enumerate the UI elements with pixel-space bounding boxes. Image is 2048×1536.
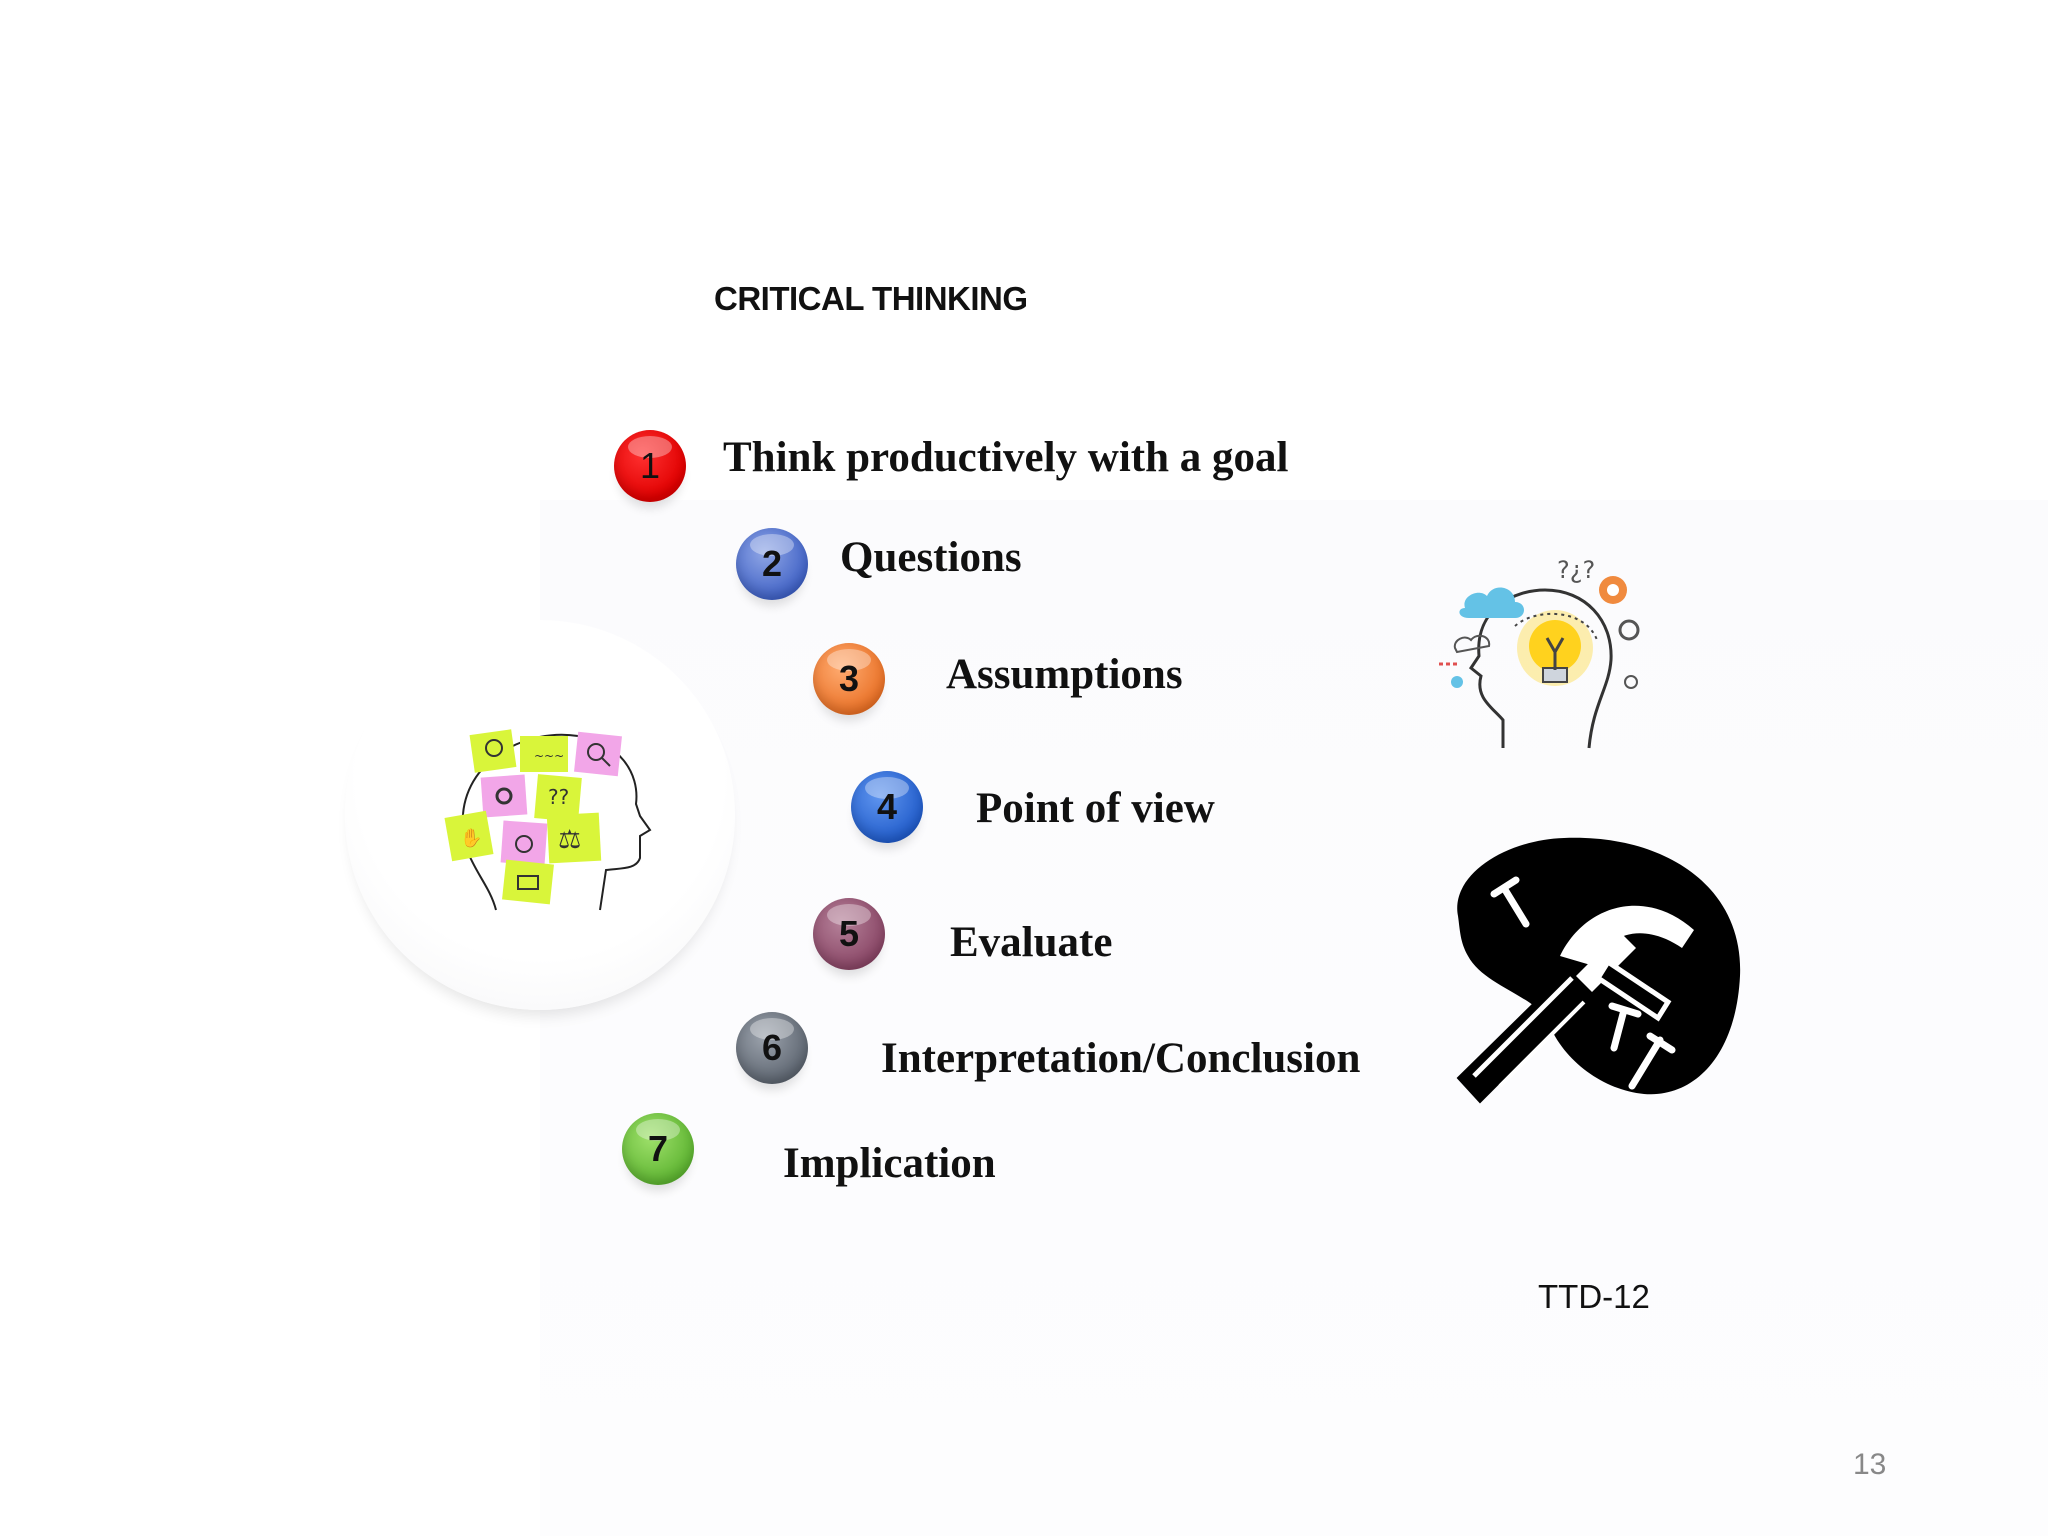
item-label: Assumptions: [946, 651, 1183, 698]
item-label: Point of view: [976, 785, 1215, 832]
item-number-badge: 1: [614, 430, 686, 502]
item-number-badge: 3: [813, 643, 885, 715]
svg-text:?¿?: ?¿?: [1557, 556, 1595, 584]
svg-text:⚖: ⚖: [558, 825, 581, 855]
footer-label: TTD-12: [1538, 1278, 1650, 1315]
item-label: Questions: [840, 534, 1022, 581]
svg-text:✋: ✋: [460, 827, 482, 849]
head-with-sticky-notes-icon: ~~~ ?? ✋ ⚖: [408, 718, 670, 911]
item-number-badge: 2: [736, 528, 808, 600]
item-label: Interpretation/Conclusion: [881, 1035, 1361, 1082]
item-label: Think productively with a goal: [723, 434, 1289, 481]
item-number-badge: 7: [622, 1113, 694, 1185]
svg-text:??: ??: [548, 785, 569, 809]
item-number-badge: 6: [736, 1012, 808, 1084]
page-number: 13: [1853, 1448, 1887, 1481]
item-label: Evaluate: [950, 919, 1113, 966]
hammer-and-nails-icon: [1456, 837, 1741, 1104]
head-with-lightbulb-icon: ?¿?: [1439, 556, 1640, 749]
item-number-badge: 4: [851, 771, 923, 843]
item-number-badge: 5: [813, 898, 885, 970]
item-label: Implication: [783, 1140, 996, 1187]
slide-title: CRITICAL THINKING: [714, 280, 1028, 317]
svg-text:~~~: ~~~: [534, 749, 564, 763]
